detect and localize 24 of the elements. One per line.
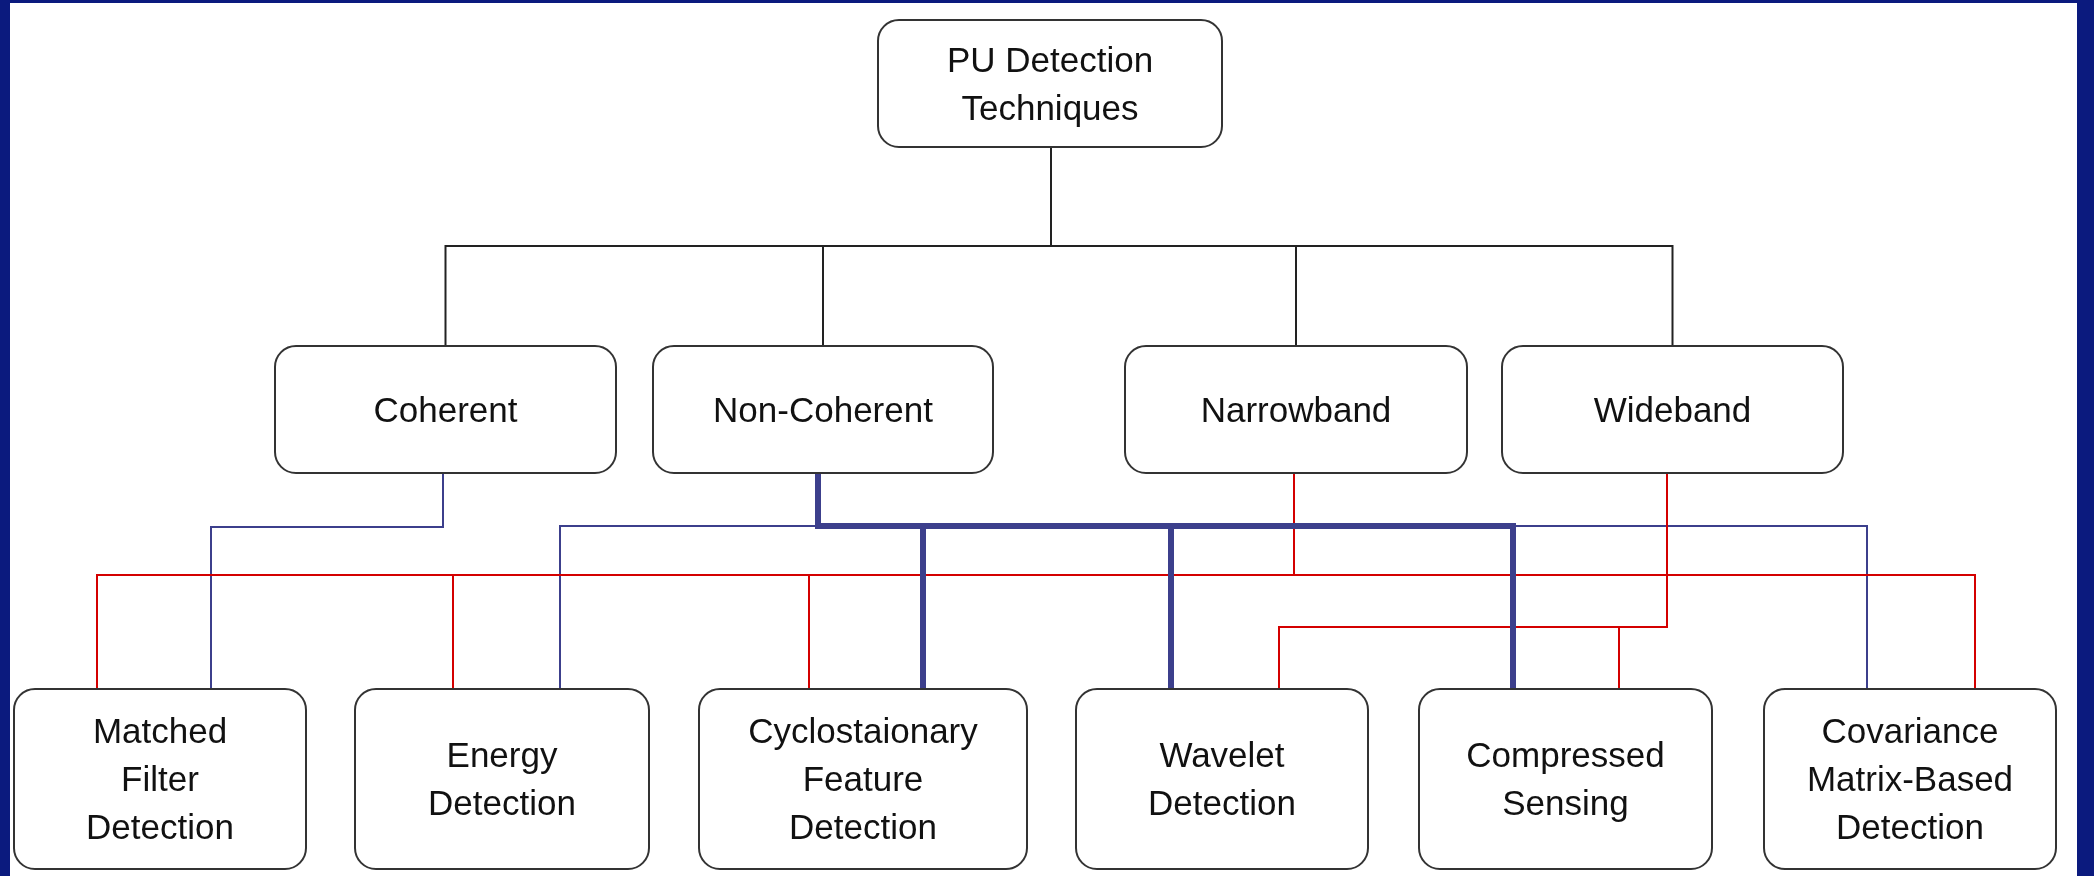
node-text: PU Detection Techniques bbox=[945, 38, 1155, 129]
rounded-box bbox=[1418, 688, 1713, 870]
rounded-box bbox=[354, 688, 650, 870]
node-text: Cyclostaionary Feature Detection bbox=[747, 710, 979, 848]
rounded-box bbox=[1075, 688, 1369, 870]
node-text: Wideband bbox=[1593, 388, 1752, 431]
rounded-box bbox=[698, 688, 1028, 870]
rounded-box bbox=[652, 345, 994, 474]
node-text: Narrowband bbox=[1200, 388, 1392, 431]
rounded-box bbox=[1501, 345, 1844, 474]
node-text: Wavelet Detection bbox=[1147, 734, 1297, 824]
node-text: Covariance Matrix-Based Detection bbox=[1805, 710, 2015, 848]
node-text: Compressed Sensing bbox=[1465, 734, 1666, 824]
rounded-box bbox=[1124, 345, 1468, 474]
connector-line bbox=[1618, 473, 1668, 689]
rounded-box bbox=[13, 688, 307, 870]
node-text: Energy Detection bbox=[427, 734, 577, 824]
node-text: Matched Filter Detection bbox=[85, 710, 235, 848]
node-text: Coherent bbox=[373, 388, 518, 431]
node-text: Non-Coherent bbox=[713, 388, 933, 431]
rounded-box bbox=[1763, 688, 2057, 870]
rounded-box bbox=[877, 19, 1223, 148]
rounded-box bbox=[274, 345, 617, 474]
connector-line bbox=[210, 473, 444, 689]
